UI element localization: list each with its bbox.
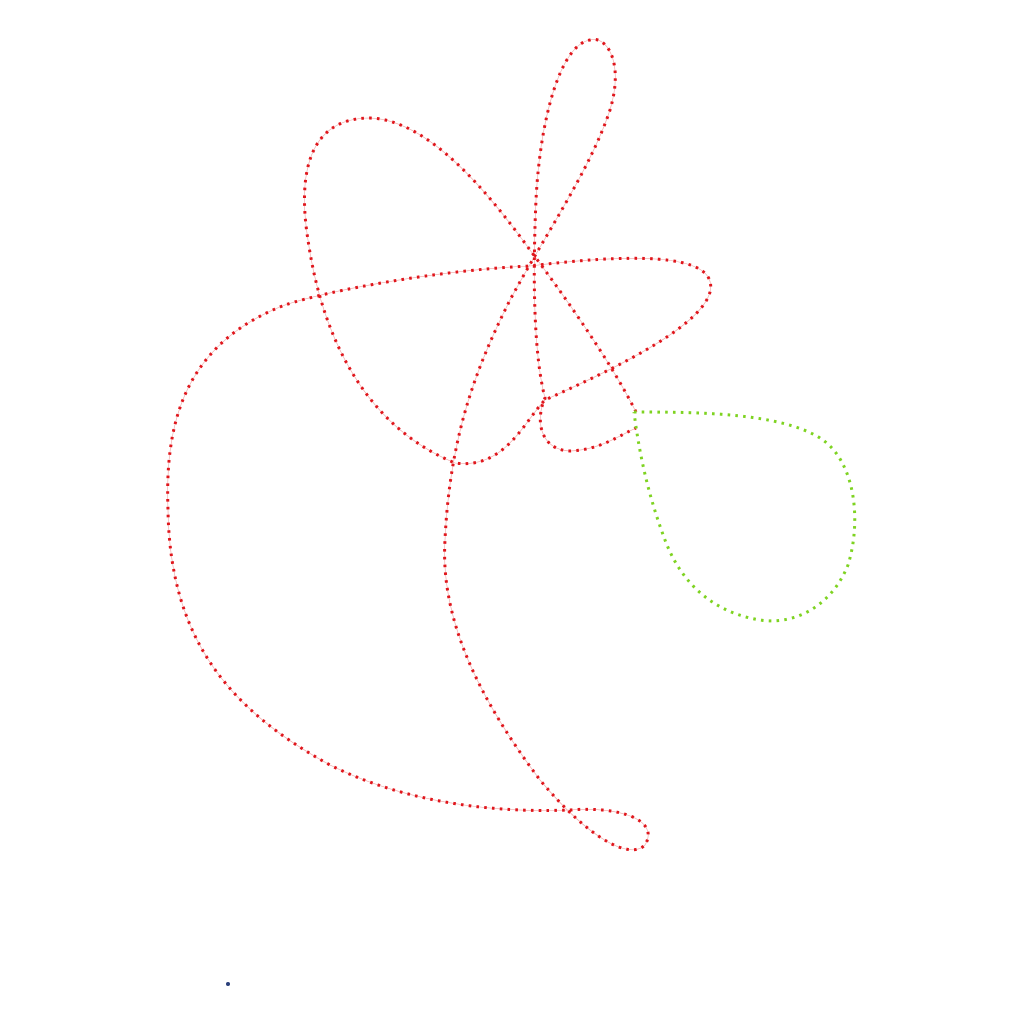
main-curve-guide-line [167, 39, 711, 851]
green-loop [632, 410, 857, 623]
start-dot-marker [226, 982, 230, 986]
